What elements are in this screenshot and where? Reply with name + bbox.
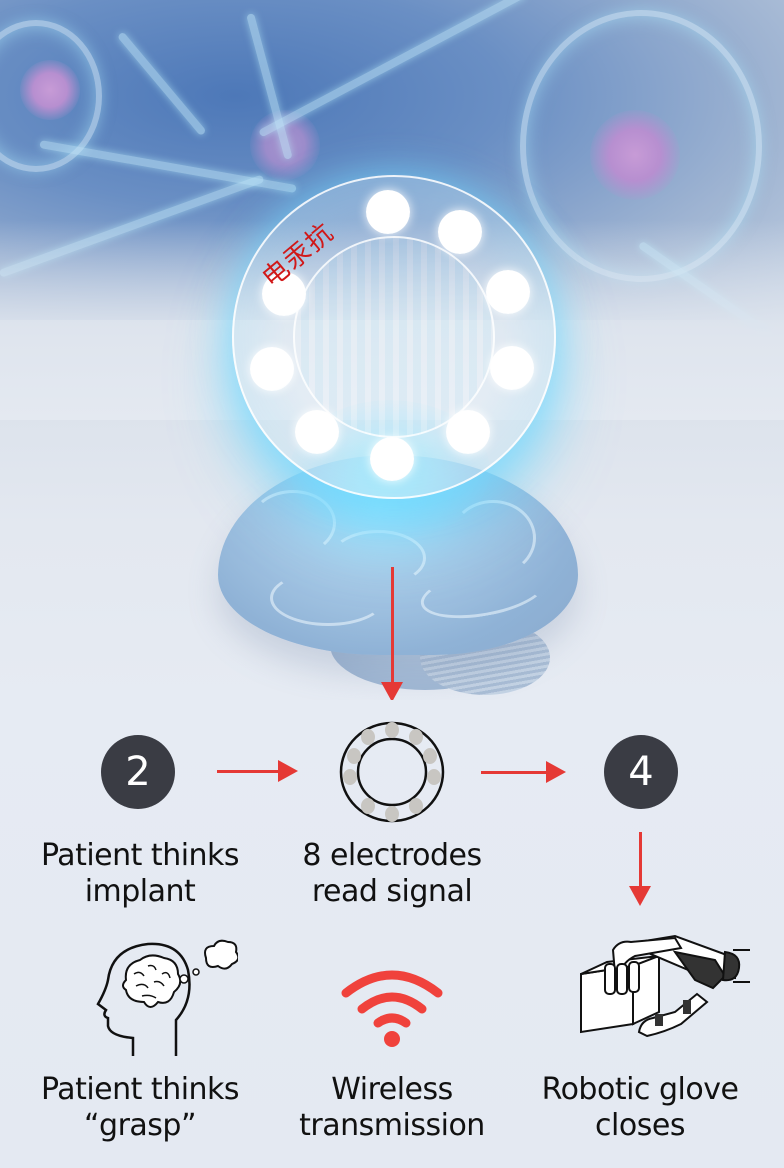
arrow-head-right (546, 761, 566, 783)
arrow-head-down (629, 886, 651, 906)
wireless-label: Wireless transmission (299, 1072, 485, 1143)
arrow-line-down (391, 567, 394, 685)
neuron-nucleus (590, 110, 680, 200)
robotic-hand-icon (580, 934, 750, 1038)
electrode (370, 437, 414, 481)
arrow-head-right (278, 760, 298, 782)
arrow-line-right (481, 771, 547, 774)
step-4-number: 4 (628, 749, 654, 795)
arrow-line-right (217, 770, 279, 773)
neuron-nucleus (20, 60, 80, 120)
head-brain-thought-icon (96, 939, 238, 1056)
electrode (250, 347, 294, 391)
electrode (366, 190, 410, 234)
step-4-badge: 4 (604, 735, 678, 809)
glove-label: Robotic glove closes (541, 1072, 739, 1143)
electrode (490, 346, 534, 390)
thinking-label: Patient thinks “grasp” (40, 1072, 240, 1143)
electrode-ring-label: 8 electrodes read signal (302, 838, 482, 909)
electrode-ring-icon (339, 721, 445, 823)
arrow-head-down (381, 682, 403, 700)
electrode (446, 410, 490, 454)
implant-ring-center (293, 236, 495, 438)
electrode (262, 272, 306, 316)
brain-fold (270, 570, 386, 626)
arrow-line-down (639, 832, 642, 888)
brain-fold (450, 500, 536, 576)
hero-illustration: 电汞抗 (0, 0, 784, 700)
electrode (295, 410, 339, 454)
step-2-badge: 2 (101, 735, 175, 809)
step-2-label: Patient thinks implant (40, 838, 240, 909)
electrode (486, 270, 530, 314)
step-2-number: 2 (125, 749, 151, 795)
electrode (438, 210, 482, 254)
neuron-cell (0, 20, 102, 172)
wifi-icon (341, 970, 443, 1047)
